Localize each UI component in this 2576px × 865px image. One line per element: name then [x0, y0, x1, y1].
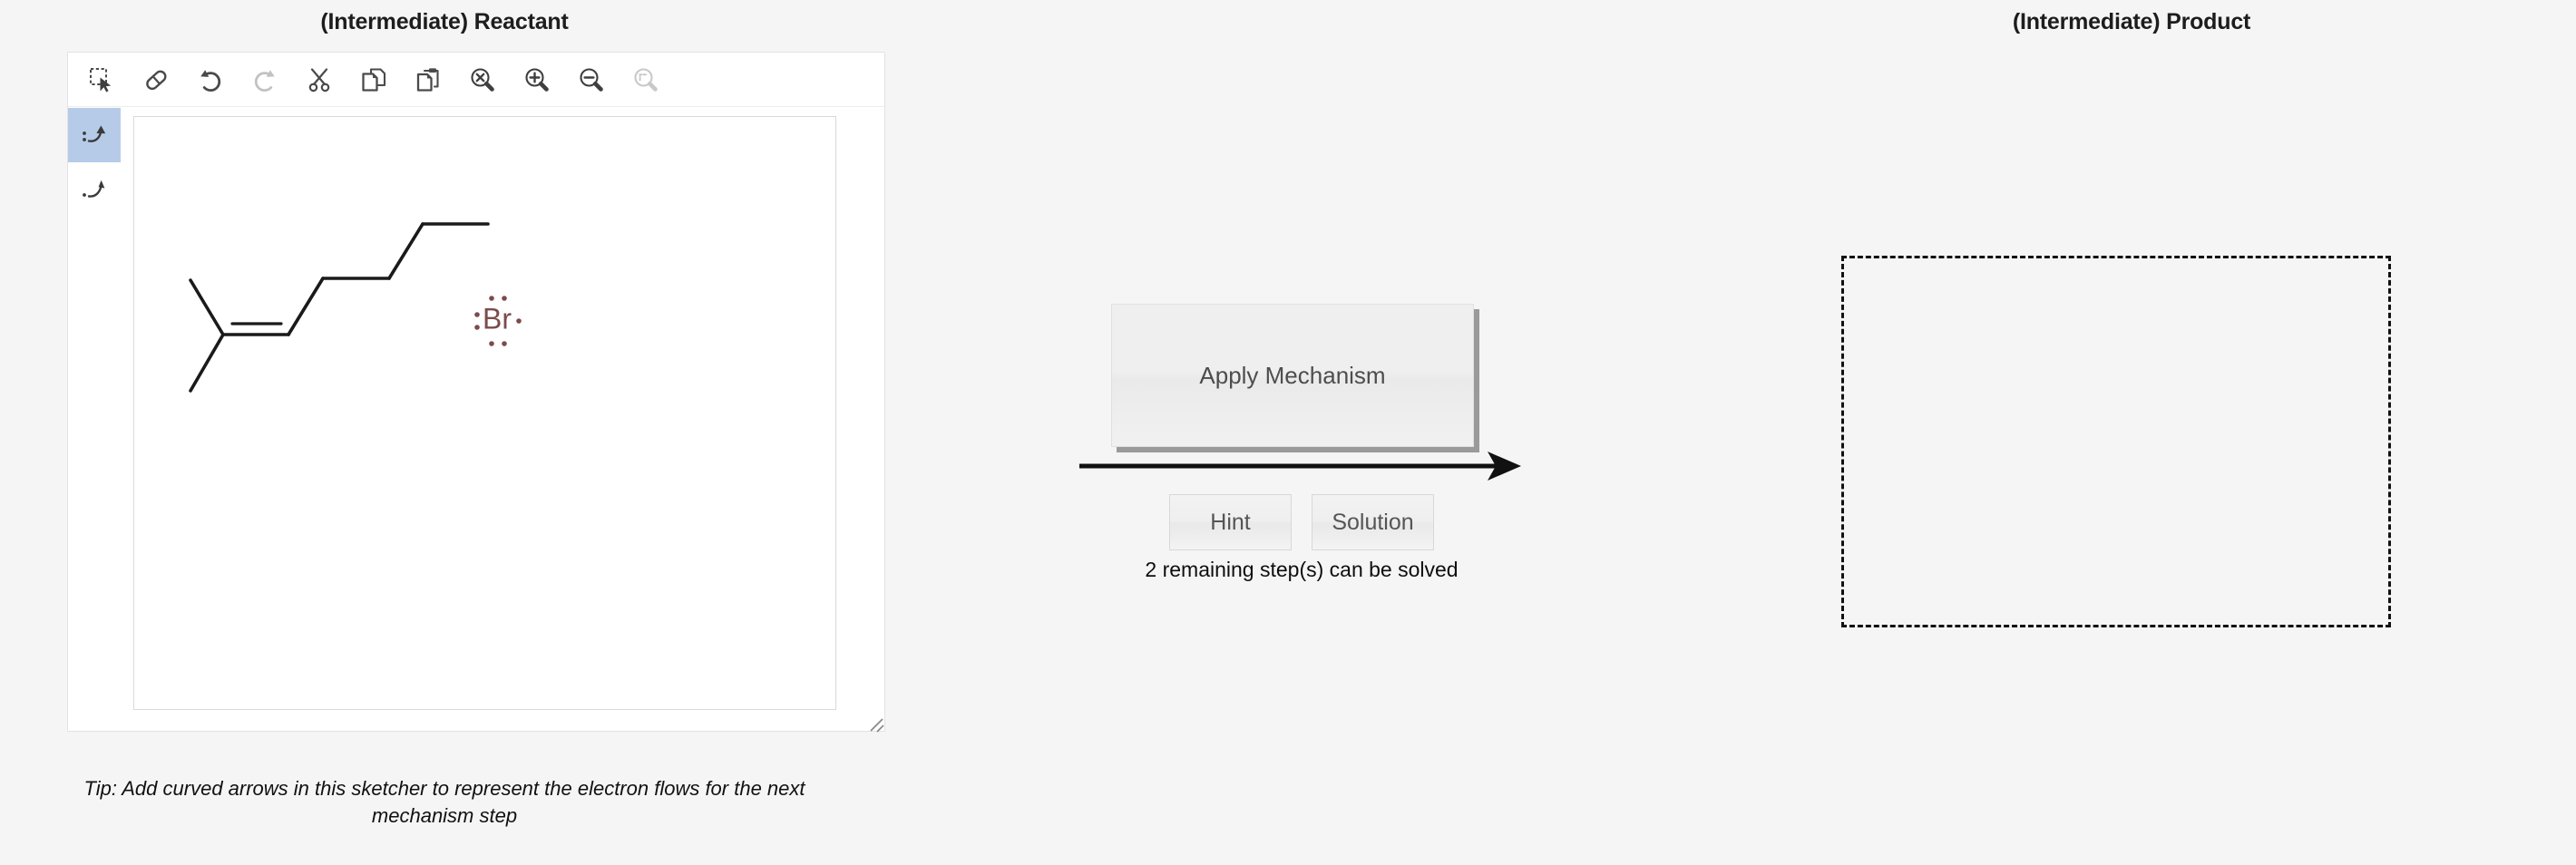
hint-button[interactable]: Hint: [1169, 494, 1292, 550]
sketcher-draw-canvas[interactable]: Br: [133, 116, 836, 710]
bromine-radical-species: Br: [474, 296, 522, 346]
zoom-out-icon[interactable]: [565, 56, 618, 103]
redo-icon[interactable]: [239, 56, 291, 103]
sketcher-toolbar: [68, 53, 884, 107]
paste-icon[interactable]: [402, 56, 454, 103]
reaction-arrow-icon: [1075, 444, 1528, 488]
zoom-region-icon[interactable]: [620, 56, 672, 103]
select-icon[interactable]: [75, 56, 128, 103]
undo-icon[interactable]: [184, 56, 237, 103]
eraser-icon[interactable]: [130, 56, 182, 103]
solution-button[interactable]: Solution: [1312, 494, 1434, 550]
bromine-atom-label: Br: [483, 302, 512, 335]
mechanism-controls-panel: Apply Mechanism Hint Solution 2 remainin…: [1070, 0, 1578, 865]
fishhook-curved-arrow-tool[interactable]: [68, 162, 121, 217]
cut-icon[interactable]: [293, 56, 346, 103]
reactant-molecule: Br: [189, 222, 522, 393]
product-dropzone[interactable]: [1841, 256, 2391, 627]
hint-solution-row: Hint Solution: [1075, 494, 1528, 550]
zoom-in-icon[interactable]: [511, 56, 563, 103]
reactant-heading: (Intermediate) Reactant: [320, 9, 569, 34]
reactant-sketcher[interactable]: Br: [67, 52, 885, 732]
apply-mechanism-button[interactable]: Apply Mechanism: [1111, 304, 1474, 447]
product-panel: (Intermediate) Product: [1687, 0, 2576, 865]
double-barbed-curved-arrow-tool[interactable]: [68, 108, 121, 162]
product-heading: (Intermediate) Product: [2012, 9, 2251, 34]
copy-icon[interactable]: [347, 56, 400, 103]
sketcher-tool-palette: [68, 108, 121, 217]
sketcher-resize-grip[interactable]: [866, 715, 886, 735]
reactant-tip-text: Tip: Add curved arrows in this sketcher …: [83, 777, 805, 827]
remaining-steps-text: 2 remaining step(s) can be solved: [1145, 558, 1459, 581]
zoom-reset-icon[interactable]: [456, 56, 509, 103]
reactant-panel: (Intermediate) Reactant: [0, 0, 889, 865]
